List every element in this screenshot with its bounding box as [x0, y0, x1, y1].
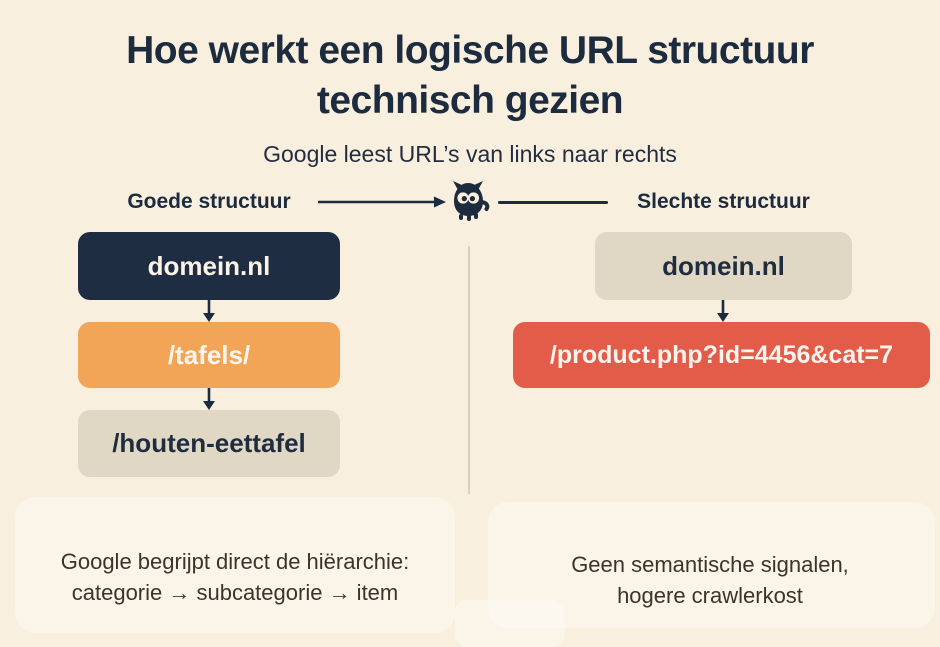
background-card-left	[15, 497, 455, 633]
good-url-box-item: /houten-eettafel	[78, 410, 340, 477]
bad-url-box-query-string: /product.php?id=4456&cat=7	[513, 322, 930, 388]
bad-structure-caption: Geen semantische signalen, hogere crawle…	[500, 549, 920, 611]
bad-caption-line2: hogere crawlerkost	[617, 583, 803, 608]
page-title-line1: Hoe werkt een logische URL structuur	[126, 29, 814, 72]
arrow-down-icon	[717, 300, 729, 322]
good-structure-caption: Google begrijpt direct de hiërarchie: ca…	[20, 546, 450, 608]
bad-url-box-domain: domein.nl	[595, 232, 852, 300]
arrow-right-icon	[318, 196, 446, 208]
page-title-line2: technisch gezien	[316, 79, 624, 122]
good-url-box-domain: domein.nl	[78, 232, 340, 300]
background-card-right	[488, 502, 935, 628]
page-subtitle: Google leest URL’s van links naar rechts	[263, 141, 677, 167]
good-caption-line1: Google begrijpt direct de hiërarchie:	[60, 549, 410, 574]
arrow-down-icon	[203, 300, 215, 322]
page-title: Hoe werkt een logische URL structuur tec…	[0, 26, 940, 126]
bad-caption-line1: Geen semantische signalen,	[571, 552, 849, 577]
crawler-bug-icon	[453, 181, 490, 221]
bad-structure-label: Slechte structuur	[637, 190, 810, 213]
good-url-box-category: /tafels/	[78, 322, 340, 388]
arrow-down-icon	[203, 388, 215, 410]
background-card-notch	[455, 600, 565, 647]
good-structure-label: Goede structuur	[127, 190, 291, 213]
vertical-divider	[468, 246, 470, 494]
plain-line-connector	[498, 201, 608, 204]
good-caption-line2: categorie → subcategorie → item	[71, 580, 399, 605]
